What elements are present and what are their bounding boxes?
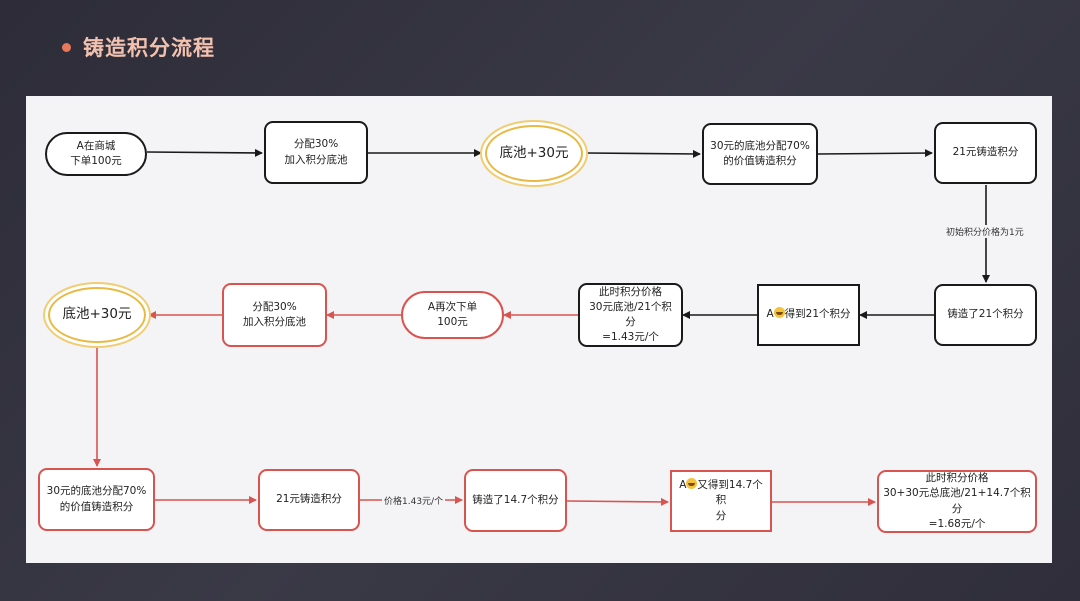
node-p-price-168: 此时积分价格 30+30元总底池/21+14.7个积分 =1.68元/个 xyxy=(877,470,1037,533)
node-d-pool-70pct: 30元的底池分配70% 的价值铸造积分 xyxy=(702,123,818,185)
arrow-n-to-o xyxy=(566,497,669,506)
node-j-label: 分配30% 加入积分底池 xyxy=(243,300,306,328)
node-f-minted-21: 铸造了21个积分 xyxy=(934,284,1037,346)
arrow-a-to-b xyxy=(146,148,263,157)
node-l-label: 30元的底池分配70% 的价值铸造积分 xyxy=(46,485,147,513)
node-c-label: 底池+30元 xyxy=(499,144,569,161)
node-i-label: A再次下单 100元 xyxy=(427,300,478,328)
flowchart-canvas: A在商城 下单100元 分配30% 加入积分底池 底池+30元 30元的底池分配… xyxy=(26,96,1052,563)
node-k-pool-plus-30: 底池+30元 xyxy=(48,287,146,343)
node-e-mint-21: 21元铸造积分 xyxy=(934,122,1037,184)
node-a-order-100: A在商城 下单100元 xyxy=(45,132,147,176)
bullet-dot-icon xyxy=(62,42,71,52)
page-title: 铸造积分流程 xyxy=(83,36,215,60)
node-b-label: 分配30% 加入积分底池 xyxy=(284,138,348,166)
edge-label-price-143: 价格1.43元/个 xyxy=(382,494,446,507)
grinning-face-icon xyxy=(773,307,785,319)
node-n-label: 铸造了14.7个积分 xyxy=(472,493,559,506)
node-m-mint-21: 21元铸造积分 xyxy=(258,469,360,531)
node-d-label: 30元的底池分配70% 的价值铸造积分 xyxy=(710,139,810,167)
node-h-price-143: 此时积分价格 30元底池/21个积分 =1.43元/个 xyxy=(578,283,683,347)
node-k-label: 底池+30元 xyxy=(62,306,132,323)
section-header: 铸造积分流程 xyxy=(62,30,215,64)
edge-label-initial-price: 初始积分价格为1元 xyxy=(944,225,1026,238)
arrow-d-to-e xyxy=(817,149,933,158)
arrow-c-to-d xyxy=(586,149,701,158)
node-c-pool-plus-30: 底池+30元 xyxy=(485,125,583,182)
node-j-allocate-30pct: 分配30% 加入积分底池 xyxy=(222,283,327,347)
node-l-pool-70pct: 30元的底池分配70% 的价值铸造积分 xyxy=(38,468,155,531)
node-f-label: 铸造了21个积分 xyxy=(947,308,1024,321)
grinning-face-icon xyxy=(686,478,698,490)
node-b-allocate-30pct: 分配30% 加入积分底池 xyxy=(264,121,368,184)
node-a-label: A在商城 下单100元 xyxy=(70,139,122,167)
node-e-label: 21元铸造积分 xyxy=(952,146,1019,159)
node-p-label: 此时积分价格 30+30元总底池/21+14.7个积分 =1.68元/个 xyxy=(883,472,1031,530)
node-i-order-again: A再次下单 100元 xyxy=(401,291,504,339)
node-m-label: 21元铸造积分 xyxy=(276,493,342,506)
node-h-label: 此时积分价格 30元底池/21个积分 =1.43元/个 xyxy=(589,285,672,344)
node-n-minted-14-7: 铸造了14.7个积分 xyxy=(464,469,567,532)
